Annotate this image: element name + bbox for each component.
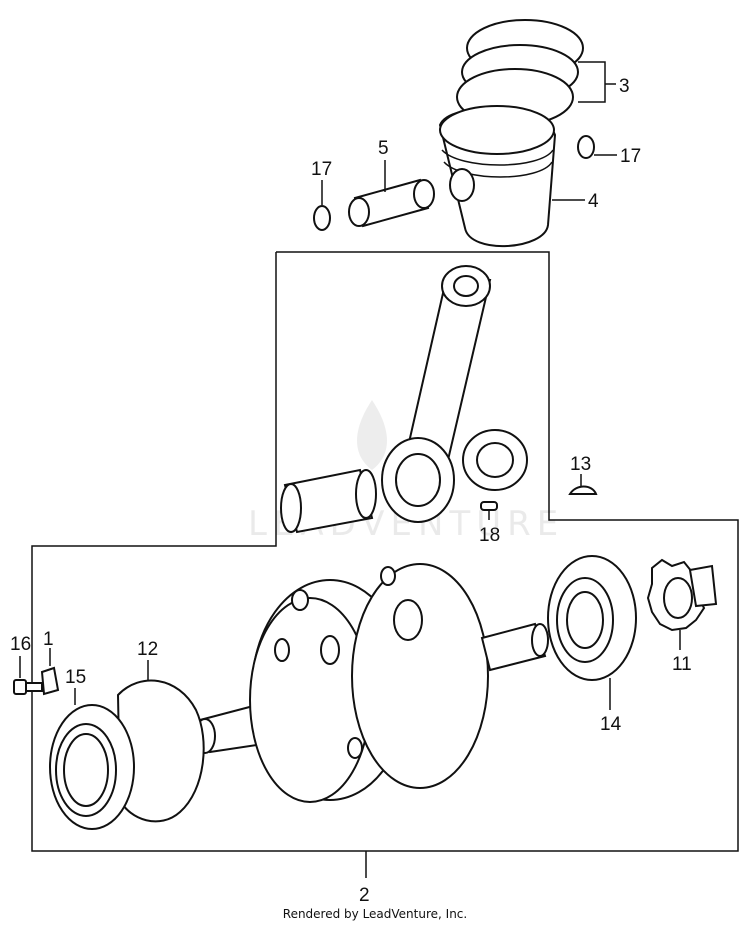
connecting-rod bbox=[381, 265, 492, 523]
callout-2: 2 bbox=[359, 885, 370, 906]
crank-pin bbox=[280, 468, 377, 534]
ball-bearing bbox=[547, 555, 637, 681]
oil-guide-plate bbox=[116, 679, 205, 823]
callout-16: 16 bbox=[10, 634, 31, 655]
footer-credit: Rendered by LeadVenture, Inc. bbox=[282, 907, 468, 921]
callout-13: 13 bbox=[570, 454, 591, 475]
callout-4: 4 bbox=[588, 191, 599, 212]
callout-11: 11 bbox=[672, 654, 692, 675]
callout-18: 18 bbox=[479, 525, 500, 546]
small-pin bbox=[480, 501, 498, 511]
bolt bbox=[13, 679, 43, 695]
needle-bearing bbox=[462, 429, 528, 491]
lock-washer bbox=[40, 666, 60, 696]
callout-12: 12 bbox=[137, 639, 158, 660]
oil-seal bbox=[49, 704, 135, 830]
assembly-boundary bbox=[31, 251, 739, 852]
circlip-right bbox=[577, 135, 595, 159]
leader-3 bbox=[578, 61, 606, 103]
callout-15: 15 bbox=[65, 667, 86, 688]
callout-1: 1 bbox=[43, 629, 54, 650]
piston-pin bbox=[348, 178, 435, 228]
piston bbox=[438, 105, 557, 247]
woodruff-key bbox=[568, 485, 598, 495]
callout-5: 5 bbox=[378, 138, 389, 159]
circlip-left bbox=[313, 205, 331, 231]
callout-14: 14 bbox=[600, 714, 622, 735]
timing-sprocket bbox=[646, 558, 718, 632]
crankshaft bbox=[194, 563, 549, 803]
callout-17-right: 17 bbox=[620, 146, 641, 167]
callout-3: 3 bbox=[619, 76, 630, 97]
callout-17-left: 17 bbox=[311, 159, 332, 180]
